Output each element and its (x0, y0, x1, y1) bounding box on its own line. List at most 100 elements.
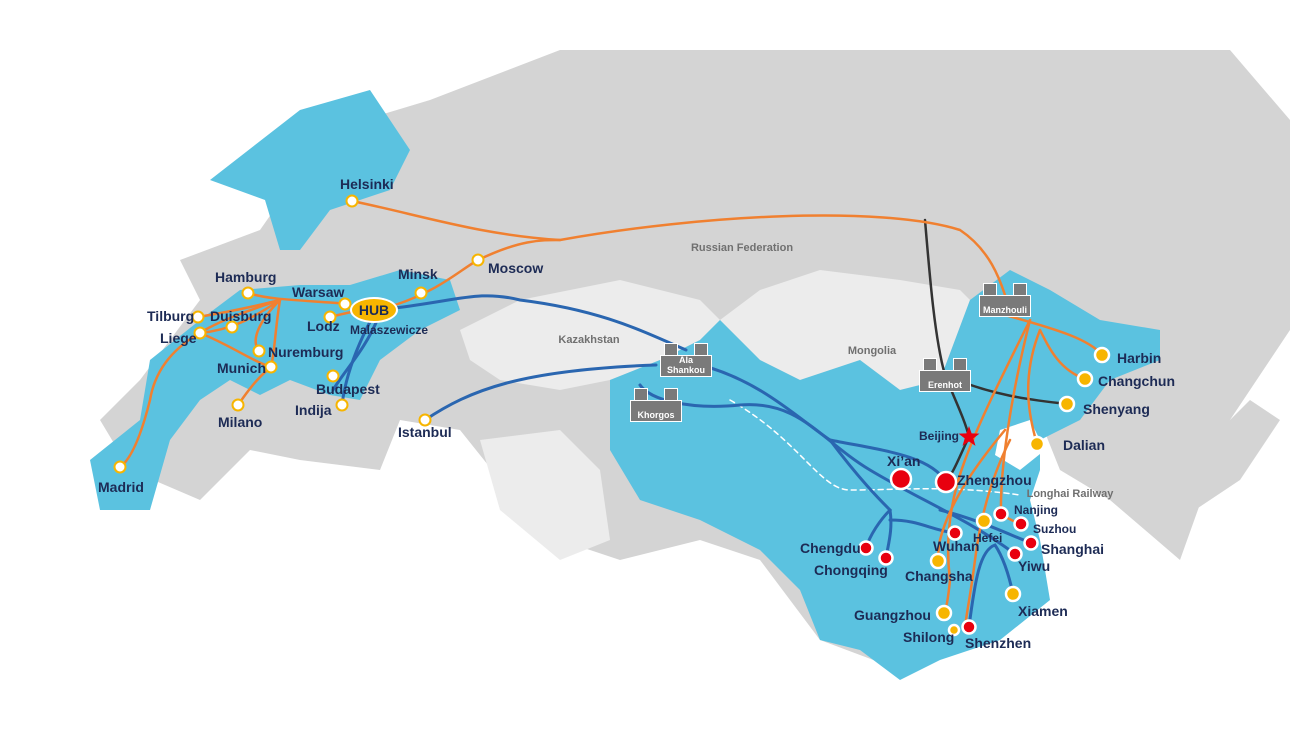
city-marker-lodz[interactable] (323, 310, 337, 324)
city-label-moscow: Moscow (488, 260, 544, 276)
city-marker-hamburg[interactable] (241, 286, 255, 300)
region-russia: Russian Federation (690, 242, 794, 254)
city-label-shilong: Shilong (903, 629, 955, 645)
city-marker-shenyang[interactable] (1058, 395, 1076, 413)
city-marker-milano[interactable] (231, 398, 245, 412)
city-marker-xi-an[interactable] (889, 467, 913, 491)
city-marker-nanjing[interactable] (993, 506, 1009, 522)
city-label-budapest: Budapest (316, 381, 380, 397)
route-hefei-suzhou (999, 318, 1032, 526)
route-manzhouli-china (942, 313, 1104, 615)
city-label-minsk: Minsk (398, 266, 438, 282)
route-helsinki-manzhouli (350, 199, 1007, 297)
city-marker-budapest[interactable] (326, 369, 340, 383)
city-marker-chengdu[interactable] (858, 540, 874, 556)
city-label-chongqing: Chongqing (814, 562, 888, 578)
city-label-duisburg: Duisburg (210, 308, 272, 324)
city-label-suzhou: Suzhou (1033, 522, 1077, 536)
city-marker-changsha[interactable] (929, 552, 947, 570)
border-gateway-khorgos[interactable]: Khorgos (630, 388, 682, 422)
city-marker-wuhan[interactable] (947, 525, 963, 541)
label-longhai-railway: Longhai Railway (1026, 488, 1114, 500)
route-hub-budapest (331, 316, 380, 392)
city-marker-guangzhou[interactable] (935, 604, 953, 622)
city-marker-duisburg[interactable] (225, 320, 239, 334)
city-label-chengdu: Chengdu (800, 540, 861, 556)
city-marker-munich[interactable] (264, 360, 278, 374)
city-label-guangzhou: Guangzhou (854, 607, 931, 623)
city-marker-warsaw[interactable] (338, 297, 352, 311)
china-region (610, 270, 1160, 680)
gateway-label: Khorgos (637, 410, 675, 420)
city-label-shenzhen: Shenzhen (965, 635, 1032, 651)
border-gateway-ala-shankou[interactable]: Ala Shankou (660, 343, 712, 377)
city-marker-madrid[interactable] (113, 460, 127, 474)
city-label-indija: Indija (295, 402, 332, 418)
star-icon-beijing[interactable] (958, 426, 980, 446)
border-gateway-manzhouli[interactable]: Manzhouli (979, 283, 1031, 317)
city-label-hamburg: Hamburg (215, 269, 277, 285)
city-label-harbin: Harbin (1117, 350, 1162, 366)
route-madrid (118, 298, 282, 469)
city-label-tilburg: Tilburg (147, 308, 195, 324)
city-marker-chongqing[interactable] (878, 550, 894, 566)
city-label-hefei: Hefei (973, 531, 1003, 545)
city-label-zhengzhou: Zhengzhou (957, 472, 1032, 488)
city-marker-istanbul[interactable] (418, 413, 432, 427)
city-label-lodz: Lodz (307, 318, 340, 334)
city-label-xiamen: Xiamen (1018, 603, 1068, 619)
city-marker-hefei[interactable] (975, 512, 993, 530)
city-marker-harbin[interactable] (1093, 346, 1111, 364)
city-label-shenyang: Shenyang (1083, 401, 1150, 417)
city-marker-xiamen[interactable] (1004, 585, 1022, 603)
mongolia-region (720, 270, 970, 390)
city-label-yiwu: Yiwu (1018, 558, 1051, 574)
city-marker-tilburg[interactable] (191, 310, 205, 324)
city-marker-changchun[interactable] (1076, 370, 1094, 388)
city-label-shanghai: Shanghai (1041, 541, 1105, 557)
route-hub-alashankou (393, 294, 688, 352)
city-label-warsaw: Warsaw (292, 284, 345, 300)
city-marker-yiwu[interactable] (1007, 546, 1023, 562)
route-beijing-south (963, 438, 1012, 632)
gate-body (660, 355, 712, 377)
city-label-changsha: Changsha (905, 568, 973, 584)
city-marker-liege[interactable] (193, 326, 207, 340)
city-marker-zhengzhou[interactable] (934, 470, 958, 494)
city-label-nuremburg: Nuremburg (268, 344, 344, 360)
route-istanbul-khorgos (423, 363, 658, 422)
iran-region (480, 430, 610, 560)
city-label-liege: Liege (160, 330, 197, 346)
city-label-changchun: Changchun (1098, 373, 1175, 389)
city-marker-shilong[interactable] (947, 623, 961, 637)
route-xiamen-shenzhen (967, 543, 1015, 629)
city-marker-minsk[interactable] (414, 286, 428, 300)
japan-landmass (1160, 400, 1280, 520)
city-marker-suzhou[interactable] (1013, 516, 1029, 532)
city-marker-indija[interactable] (335, 398, 349, 412)
city-label-dalian: Dalian (1063, 437, 1106, 453)
gateway-label: Erenhot (927, 380, 962, 390)
hub-badge[interactable]: HUB (350, 297, 398, 323)
city-marker-nuremburg[interactable] (252, 344, 266, 358)
city-label-helsinki: Helsinki (340, 176, 394, 192)
region-kazakhstan: Kazakhstan (558, 334, 620, 346)
scandinavia-region (210, 90, 410, 250)
city-marker-moscow[interactable] (471, 253, 485, 267)
gateway-label: Ala Shankou (666, 355, 705, 375)
city-markers (113, 194, 1111, 637)
border-gateway-erenhot[interactable]: Erenhot (919, 358, 971, 392)
city-label-wuhan: Wuhan (933, 538, 980, 554)
gate-body (630, 400, 682, 422)
city-label-madrid: Madrid (98, 479, 144, 495)
gate-body (919, 370, 971, 392)
city-marker-dalian[interactable] (1028, 435, 1046, 453)
city-marker-shanghai[interactable] (1023, 535, 1039, 551)
city-marker-shenzhen[interactable] (961, 619, 977, 635)
city-label-beijing: Beijing (919, 429, 960, 443)
kazakhstan-region (460, 280, 720, 390)
city-marker-helsinki[interactable] (345, 194, 359, 208)
gateway-label: Manzhouli (983, 305, 1027, 315)
